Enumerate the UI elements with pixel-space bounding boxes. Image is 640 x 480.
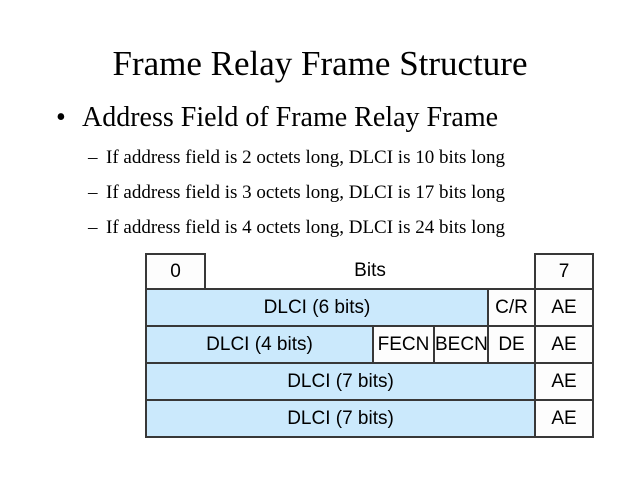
ae-cell: AE [534,399,595,438]
dlci-7bits-cell: DLCI (7 bits) [144,362,537,401]
table-row-octet4: DLCI (7 bits) AE [144,399,595,438]
bullet-text: Address Field of Frame Relay Frame [82,102,499,133]
ae-cell: AE [534,325,595,364]
dash-icon: – [88,182,98,203]
sub-bullet-text: If address field is 4 octets long, DLCI … [106,217,505,238]
ae-cell: AE [534,288,595,327]
bullet-item: • Address Field of Frame Relay Frame [56,102,498,134]
table-row-octet2: DLCI (4 bits) FECN BECN DE AE [145,325,595,364]
table-row-octet1: DLCI (6 bits) C/R AE [145,288,595,327]
sub-bullet-list: – If address field is 2 octets long, DLC… [88,146,505,251]
ae-cell: AE [534,362,595,401]
de-cell: DE [486,325,537,364]
bit0-header-cell: 0 [145,253,206,290]
table-row-octet3: DLCI (7 bits) AE [144,362,595,401]
page-title: Frame Relay Frame Structure [112,44,528,83]
dlci-7bits-cell: DLCI (7 bits) [144,399,537,438]
frame-structure-table: 0 Bits 7 DLCI (6 bits) C/R AE DLCI (4 bi… [144,253,595,438]
dlci-6bits-cell: DLCI (6 bits) [145,288,489,327]
sub-bullet-item: – If address field is 2 octets long, DLC… [88,146,505,170]
table-header-row: 0 Bits 7 [145,253,595,290]
sub-bullet-item: – If address field is 3 octets long, DLC… [88,181,505,205]
sub-bullet-text: If address field is 2 octets long, DLCI … [106,147,505,168]
sub-bullet-text: If address field is 3 octets long, DLCI … [106,182,505,203]
dlci-4bits-cell: DLCI (4 bits) [145,325,374,364]
cr-cell: C/R [486,288,537,327]
sub-bullet-item: – If address field is 4 octets long, DLC… [88,216,505,240]
fecn-cell: FECN [372,325,435,364]
bit7-header-cell: 7 [534,253,595,290]
bits-label: Bits [354,260,386,281]
dash-icon: – [88,217,98,238]
bullet-dot-icon: • [56,102,66,133]
becn-cell: BECN [433,325,489,364]
dash-icon: – [88,147,98,168]
